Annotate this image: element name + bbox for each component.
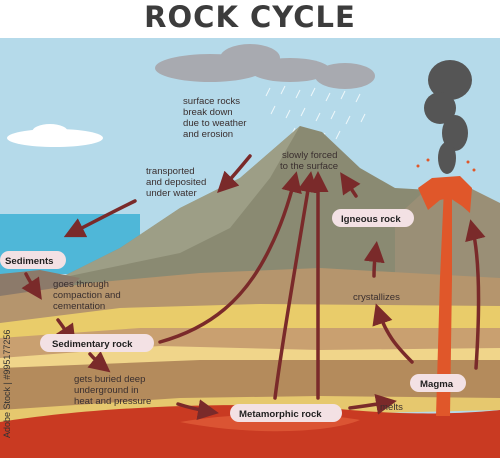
lava-sparks xyxy=(416,158,476,172)
label-igneous-rock: Igneous rock xyxy=(332,209,414,227)
svg-text:Sediments: Sediments xyxy=(5,256,54,267)
label-metamorphic-rock: Metamorphic rock xyxy=(230,404,342,422)
cloud-icon xyxy=(7,124,103,147)
arrow-transport xyxy=(63,199,137,238)
lava-conduit xyxy=(436,188,452,416)
text-compaction: goes through compaction and cementation xyxy=(53,279,123,312)
label-magma: Magma xyxy=(410,374,466,392)
arrow-weathering xyxy=(217,154,252,193)
text-melts: melts xyxy=(380,402,403,413)
arrow-crystallize xyxy=(372,303,414,364)
text-crystallizes: crystallizes xyxy=(353,292,400,303)
mountain-shadow xyxy=(60,126,300,278)
svg-text:Igneous rock: Igneous rock xyxy=(341,214,401,225)
text-weathering: surface rocks break down due to weather … xyxy=(183,96,249,140)
rock-cycle-diagram: surface rocks break down due to weather … xyxy=(0,38,500,458)
page-title: ROCK CYCLE xyxy=(144,0,356,34)
svg-text:Magma: Magma xyxy=(420,379,454,390)
arrow-sediment-down xyxy=(21,272,42,300)
smoke xyxy=(424,60,472,174)
arrow-igneous-up xyxy=(340,172,361,198)
text-transport: transported and deposited under water xyxy=(146,166,209,199)
text-burial: gets buried deep underground in heat and… xyxy=(74,374,151,407)
arrow-metamorphic-up-1 xyxy=(273,171,319,400)
lava-flow xyxy=(418,176,472,213)
arrow-magma-up xyxy=(465,219,486,370)
arrow-to-metamorphic xyxy=(176,399,219,421)
process-arrows xyxy=(21,154,486,421)
arrow-burial xyxy=(87,351,111,373)
arrow-crystallize-up xyxy=(363,241,385,278)
label-sediments: Sediments xyxy=(0,251,66,269)
rain xyxy=(265,85,366,142)
svg-text:Sedimentary rock: Sedimentary rock xyxy=(52,339,133,350)
cloud-icon xyxy=(155,44,375,89)
text-uplift: slowly forced to the surface xyxy=(280,150,340,172)
magma-bed xyxy=(0,405,500,458)
stock-watermark: Adobe Stock | #995177256 xyxy=(2,329,12,438)
svg-text:Metamorphic rock: Metamorphic rock xyxy=(239,409,322,420)
arrow-melts xyxy=(348,393,397,415)
arrow-sedimentary-up xyxy=(158,171,302,344)
label-sedimentary-rock: Sedimentary rock xyxy=(40,334,154,352)
